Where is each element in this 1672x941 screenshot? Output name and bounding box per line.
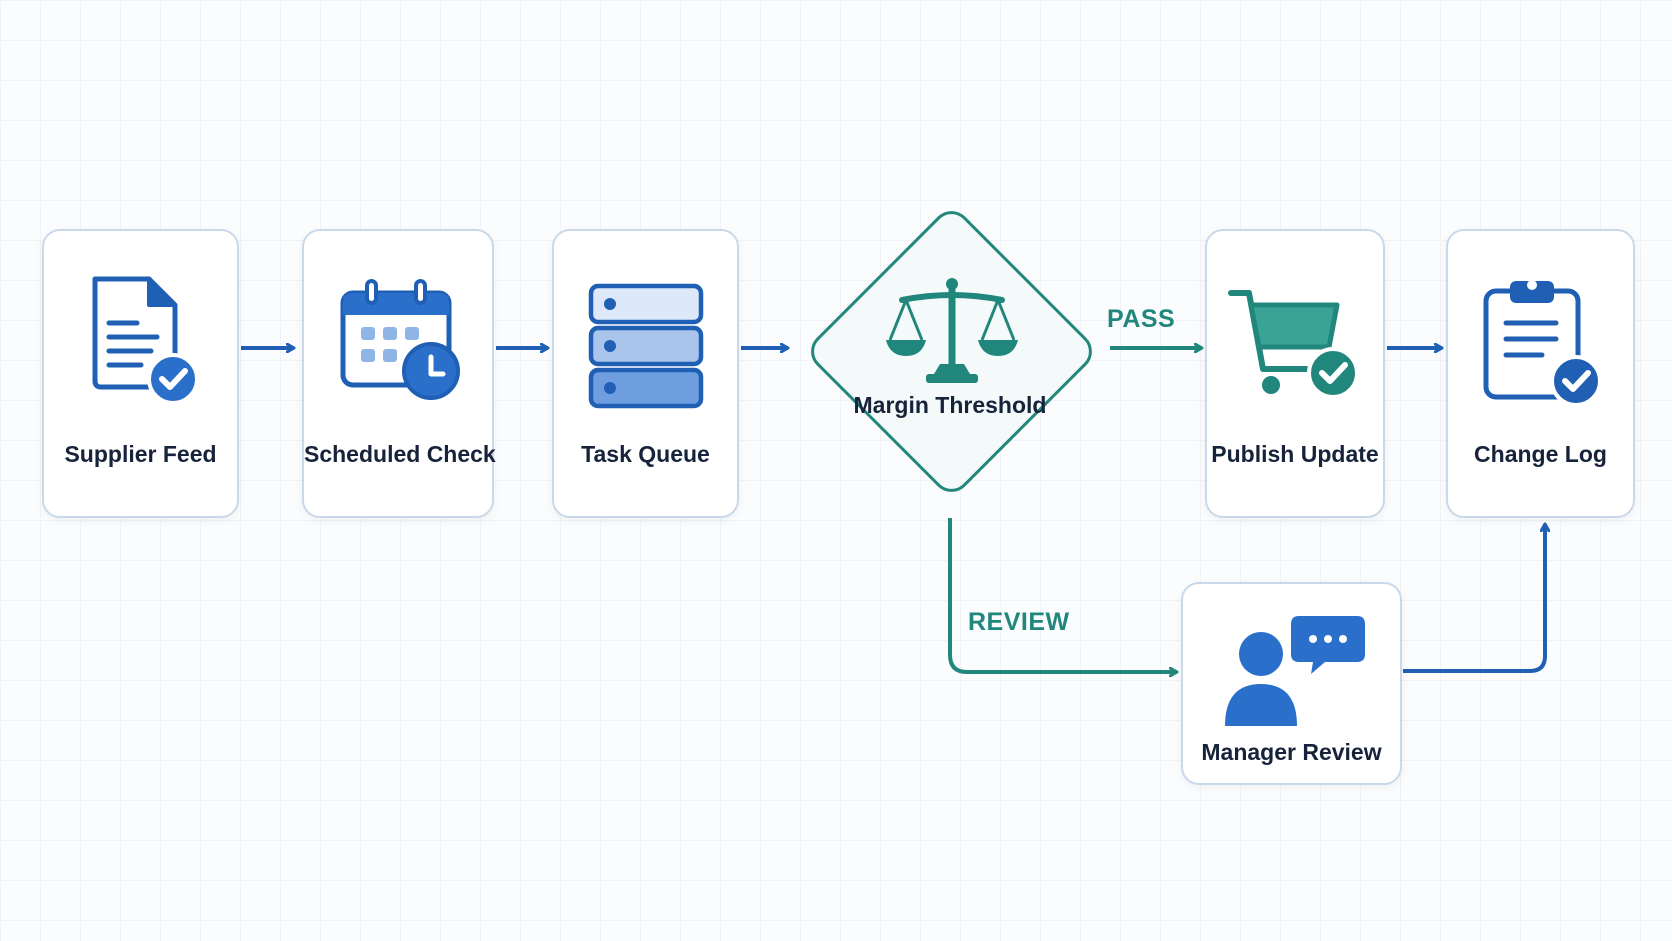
- node-manager-review[interactable]: Manager Review: [1181, 582, 1402, 785]
- edge-label-review: REVIEW: [968, 608, 1070, 636]
- clipboard-check-icon: [1448, 275, 1633, 407]
- arrow-review: [948, 518, 1177, 672]
- node-label-margin-threshold: Margin Threshold: [853, 392, 1047, 418]
- arrow-manager-to-log: [1403, 524, 1545, 673]
- balance-scale-icon: [882, 276, 1022, 391]
- node-label-supplier-feed: Supplier Feed: [64, 441, 217, 467]
- node-change-log[interactable]: Change Log: [1446, 229, 1635, 518]
- node-label-change-log: Change Log: [1474, 441, 1607, 467]
- server-stack-icon: [554, 283, 737, 411]
- node-scheduled-check[interactable]: Scheduled Check: [302, 229, 496, 518]
- node-publish-update[interactable]: Publish Update: [1205, 229, 1385, 518]
- calendar-clock-icon: [304, 275, 492, 405]
- node-label-scheduled-check: Scheduled Check: [304, 441, 496, 467]
- node-label-task-queue: Task Queue: [581, 441, 710, 467]
- node-task-queue[interactable]: Task Queue: [552, 229, 739, 518]
- document-check-icon: [44, 273, 237, 403]
- edge-label-pass: PASS: [1107, 305, 1176, 333]
- cart-check-icon: [1207, 285, 1383, 405]
- node-label-publish-update: Publish Update: [1211, 441, 1379, 467]
- node-supplier-feed[interactable]: Supplier Feed: [42, 229, 239, 518]
- node-label-manager-review: Manager Review: [1201, 739, 1382, 765]
- person-chat-icon: [1183, 612, 1400, 732]
